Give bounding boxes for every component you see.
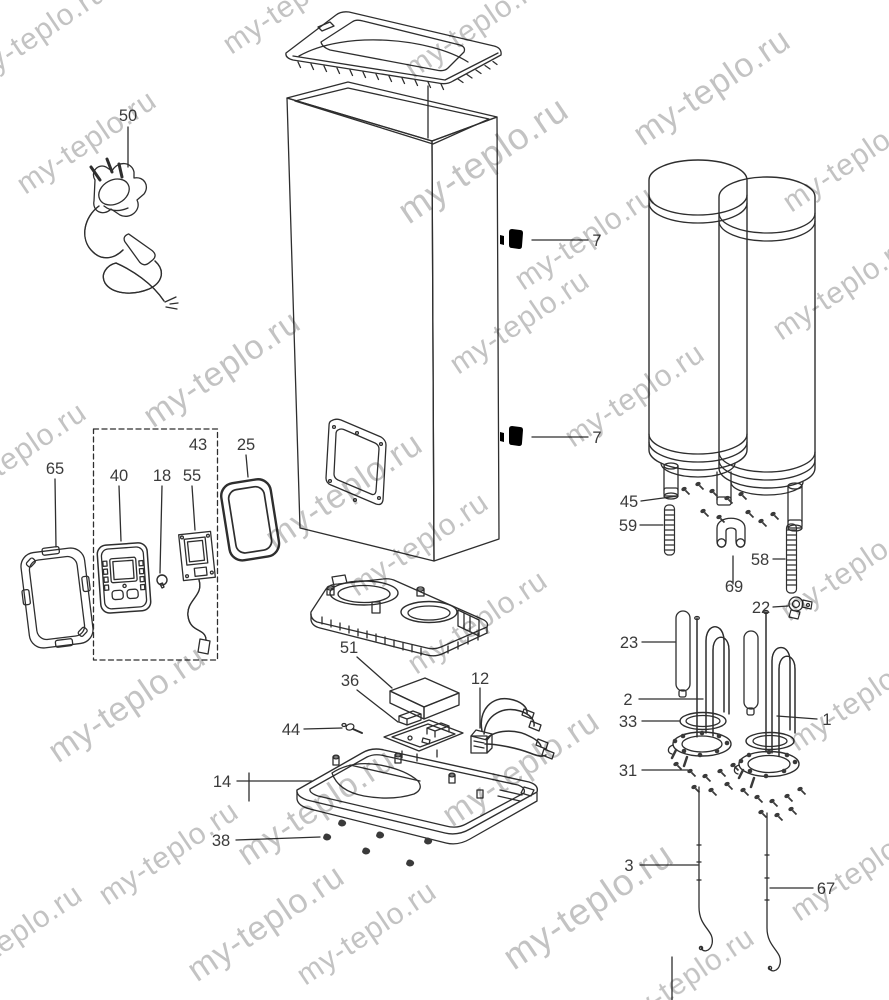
watermark-text: my-teplo.ru [399, 0, 551, 85]
part-label-7-bottom: 7 [592, 429, 601, 447]
watermark-text: my-teplo.ru [0, 395, 93, 512]
part-front-ring-25 [220, 478, 281, 562]
leader-45 [640, 495, 679, 502]
watermark-text: my-teplo.ru [0, 877, 89, 994]
watermark-text: my-teplo.ru [495, 834, 680, 978]
part-top-cover [285, 11, 502, 91]
part-label-36: 36 [341, 672, 359, 690]
part-label-44: 44 [282, 721, 300, 739]
part-control-panel [96, 542, 152, 614]
leader-51 [356, 656, 393, 689]
part-tank-mounting-plate [310, 574, 489, 657]
watermark-text: my-teplo.ru [559, 336, 711, 453]
watermark-text: my-teplo.ru [41, 638, 212, 771]
group-box-43 [92, 428, 219, 661]
part-label-3: 3 [624, 857, 633, 875]
part-label-1: 1 [822, 711, 831, 729]
leader-40 [118, 485, 122, 542]
part-label-33: 33 [619, 713, 637, 731]
leader-44 [303, 727, 343, 730]
watermark-text: my-teplo.ru [136, 303, 307, 436]
watermark-text: my-teplo.ru [767, 229, 889, 346]
part-sensor-probe-67 [764, 812, 781, 972]
part-label-65: 65 [46, 460, 64, 478]
part-threaded-rod-59 [663, 504, 676, 556]
part-display-pcb [178, 530, 216, 655]
watermark-text: my-teplo.ru [785, 810, 889, 927]
part-heater-assembly-right [733, 609, 807, 822]
part-side-clip-bottom [500, 421, 528, 452]
leader-38 [235, 836, 321, 841]
watermark-text: my-teplo.ru [626, 21, 797, 154]
diagram-line-art: 50 7 7 65 40 18 55 43 25 45 59 69 58 22 … [20, 11, 835, 1000]
part-front-ring-65 [20, 545, 94, 649]
part-label-51: 51 [340, 639, 358, 657]
part-label-25: 25 [237, 436, 255, 454]
part-label-2: 2 [623, 691, 632, 709]
leader-55 [191, 485, 196, 531]
part-label-14: 14 [213, 773, 231, 791]
part-screw-44 [341, 722, 363, 734]
part-label-67: 67 [817, 880, 835, 898]
part-label-55: 55 [183, 467, 201, 485]
part-label-31: 31 [619, 762, 637, 780]
leader-25 [245, 454, 249, 478]
part-label-12: 12 [471, 670, 489, 688]
part-label-18: 18 [153, 467, 171, 485]
part-number-labels: 50 7 7 65 40 18 55 43 25 45 59 69 58 22 … [46, 107, 835, 898]
leader-1 [776, 715, 818, 720]
watermark-text: my-teplo.ru [0, 0, 113, 93]
part-power-cord [84, 157, 179, 310]
part-label-58: 58 [751, 551, 769, 569]
leader-18 [159, 485, 163, 574]
part-casing-shell [286, 81, 500, 562]
part-inner-tank-right [718, 176, 816, 532]
part-label-45: 45 [620, 493, 638, 511]
part-heater-assembly-left [667, 610, 732, 768]
watermark-text: my-teplo.ru [230, 741, 401, 874]
part-sensor-grommet [156, 574, 168, 589]
part-label-40: 40 [110, 467, 128, 485]
part-label-22: 22 [752, 599, 770, 617]
leader-36 [356, 689, 399, 723]
part-u-bracket [716, 517, 746, 548]
leader-65 [54, 478, 57, 548]
part-threaded-rod-58 [785, 523, 798, 594]
watermark-text: my-teplo.ru [11, 83, 163, 200]
leader-lines [54, 126, 818, 889]
part-side-clip-top [500, 224, 528, 255]
watermark-text: my-teplo.ru [217, 0, 369, 61]
part-label-50: 50 [119, 107, 137, 125]
watermark-text: my-teplo.ru [783, 640, 889, 757]
watermark-text: my-teplo.ru [609, 920, 761, 1000]
watermark-text: my-teplo.ru [435, 702, 606, 835]
part-screws-31 [671, 760, 740, 797]
part-label-69: 69 [725, 578, 743, 596]
part-wiring-harness [470, 697, 555, 760]
leader-22 [772, 605, 789, 608]
part-insulation-block [389, 677, 460, 720]
watermark-text: my-teplo.ru [93, 794, 245, 911]
part-bottom-tray [248, 748, 539, 845]
part-fitting-22 [788, 596, 813, 620]
watermark-text: my-teplo.ru [390, 88, 575, 232]
part-label-23: 23 [620, 634, 638, 652]
part-label-59: 59 [619, 517, 637, 535]
part-label-7-top: 7 [592, 232, 601, 250]
part-label-38: 38 [212, 832, 230, 850]
part-label-43: 43 [189, 436, 207, 454]
watermark-text: my-teplo.ru [777, 101, 889, 218]
part-inner-tank-left [648, 159, 748, 506]
part-sensor-probe-3 [696, 786, 713, 952]
